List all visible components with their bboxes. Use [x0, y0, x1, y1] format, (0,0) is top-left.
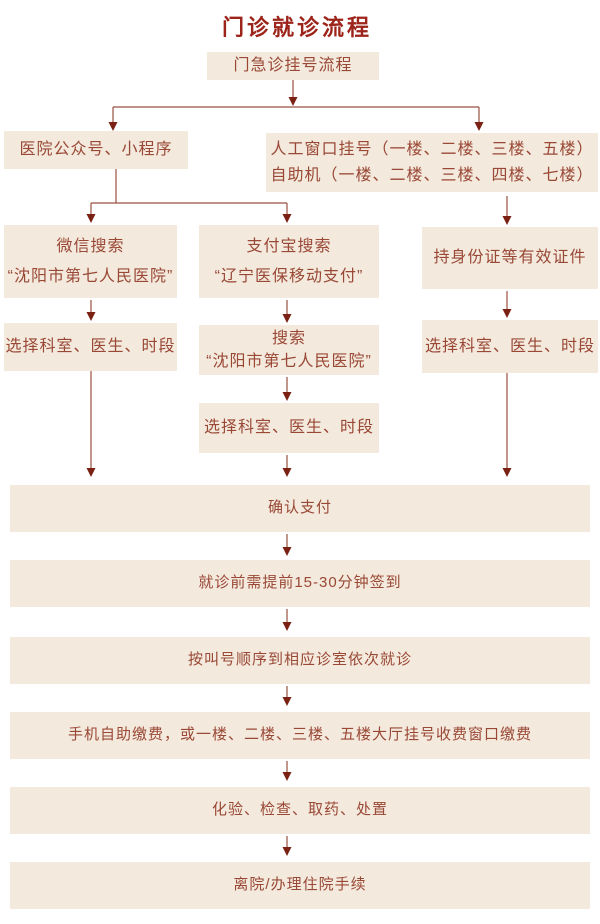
connector-tests-to-leave: [282, 836, 292, 856]
node-confirm-payment: 确认支付: [10, 485, 590, 532]
node-select-right: 选择科室、医生、时段: [422, 320, 598, 373]
node-online-channel: 医院公众号、小程序: [4, 131, 188, 169]
node-offline-channel: 人工窗口挂号（一楼、二楼、三楼、五楼） 自助机（一楼、二楼、三楼、四楼、七楼）: [266, 133, 598, 192]
node-label-line1: 微信搜索: [56, 237, 125, 255]
node-label: 门急诊挂号流程: [233, 57, 353, 74]
node-queue-call: 按叫号顺序到相应诊室依次就诊: [10, 637, 590, 684]
node-label-line1: 支付宝搜索: [246, 237, 332, 255]
connector-offline-to-idcard: [502, 196, 512, 225]
connector-search-to-select: [282, 377, 292, 401]
connector-confirm-to-signin: [282, 534, 292, 556]
node-label: 选择科室、医生、时段: [5, 338, 176, 355]
connector-right-to-confirm: [502, 373, 512, 477]
node-label: 离院/办理住院手续: [233, 876, 367, 894]
page-title: 门诊就诊流程: [221, 15, 372, 40]
node-label: 手机自助缴费，或一楼、二楼、三楼、五楼大厅挂号收费窗口缴费: [67, 726, 532, 744]
node-label-line2: 自助机（一楼、二楼、三楼、四楼、七楼）: [270, 166, 594, 184]
node-label: 医院公众号、小程序: [19, 141, 173, 158]
connector-mid-to-confirm: [282, 455, 292, 477]
connector-left-to-confirm: [86, 371, 96, 477]
node-registration-process: 门急诊挂号流程: [207, 52, 379, 80]
node-label: 确认支付: [267, 499, 332, 517]
node-alipay-search: 支付宝搜索 “辽宁医保移动支付”: [199, 225, 379, 298]
node-wechat-search: 微信搜索 “沈阳市第七人民医院”: [4, 225, 177, 298]
connector-queue-to-pay: [282, 686, 292, 706]
node-label: 按叫号顺序到相应诊室依次就诊: [187, 651, 412, 669]
node-label: 选择科室、医生、时段: [203, 419, 374, 436]
node-signin: 就诊前需提前15-30分钟签到: [10, 560, 590, 607]
connector-alipay-to-search: [282, 300, 292, 323]
node-label: 选择科室、医生、时段: [424, 337, 595, 355]
connector-start-split: [108, 80, 484, 131]
node-label-line2: “沈阳市第七人民医院”: [7, 267, 174, 285]
node-tests-medicine: 化验、检查、取药、处置: [10, 787, 590, 834]
node-label-line2: “沈阳市第七人民医院”: [206, 353, 372, 370]
connector-wechat-to-select: [86, 300, 96, 321]
connector-signin-to-queue: [282, 609, 292, 631]
node-label: 化验、检查、取药、处置: [211, 801, 388, 819]
node-select-mid: 选择科室、医生、时段: [199, 403, 379, 453]
node-label: 就诊前需提前15-30分钟签到: [198, 574, 402, 592]
node-label: 持身份证等有效证件: [433, 249, 587, 266]
node-id-card: 持身份证等有效证件: [422, 227, 598, 289]
node-payment-options: 手机自助缴费，或一楼、二楼、三楼、五楼大厅挂号收费窗口缴费: [10, 712, 590, 759]
connector-pay-to-tests: [282, 761, 292, 781]
connector-online-split: [86, 169, 292, 223]
node-leave-or-admit: 离院/办理住院手续: [10, 862, 590, 909]
node-label-line2: “辽宁医保移动支付”: [214, 267, 364, 285]
node-select-left: 选择科室、医生、时段: [4, 323, 177, 371]
node-label-line1: 人工窗口挂号（一楼、二楼、三楼、五楼）: [270, 140, 594, 158]
node-hospital-search: 搜索 “沈阳市第七人民医院”: [199, 325, 379, 375]
node-label-line1: 搜索: [271, 330, 306, 347]
connector-idcard-to-select: [502, 291, 512, 318]
